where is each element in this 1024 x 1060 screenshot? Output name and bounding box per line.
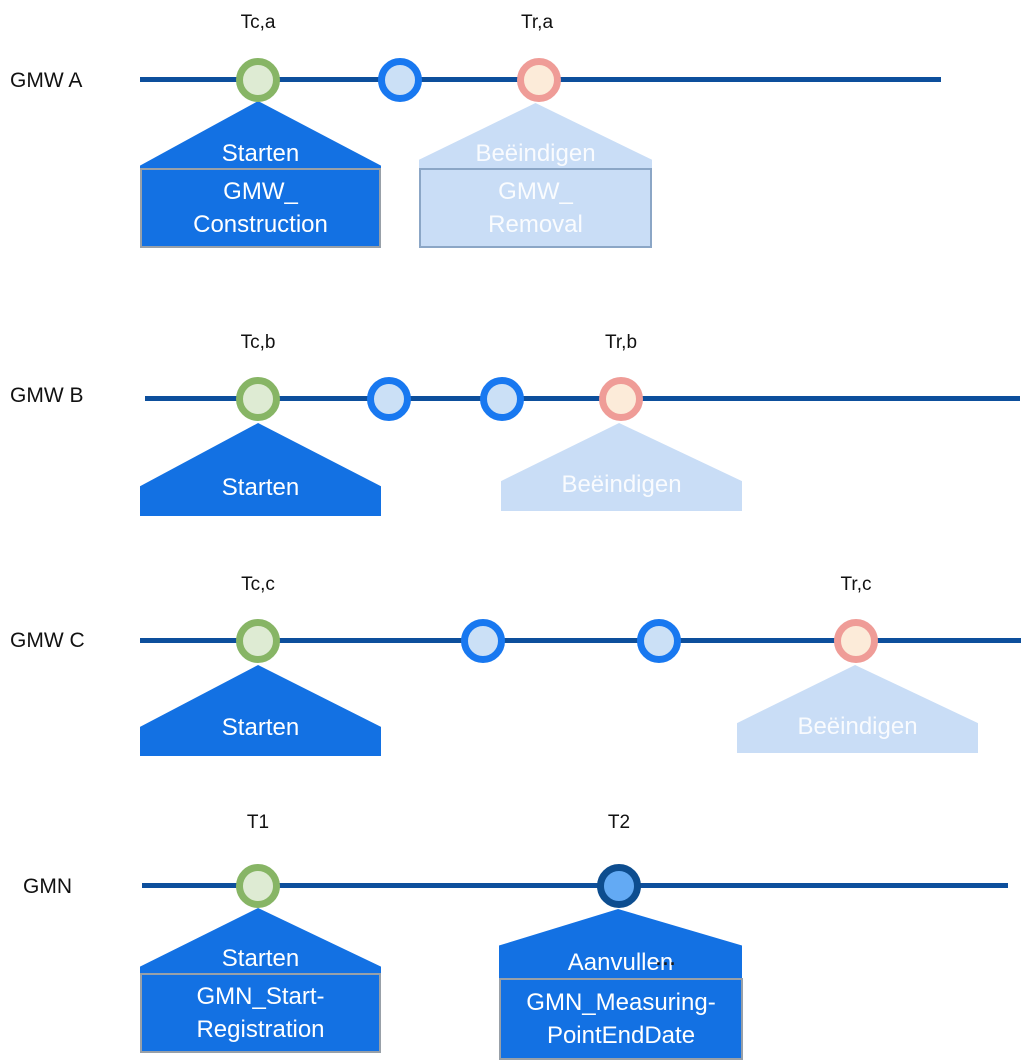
event-marker-icon <box>461 619 505 663</box>
ellipsis-more-indicator: ... <box>656 949 678 969</box>
supplement-marker-icon <box>597 864 641 908</box>
callout-title: Starten <box>221 140 300 167</box>
attribute-line: GMN_Measuring- <box>526 989 716 1016</box>
attribute-line: GMN_Start- <box>196 983 325 1010</box>
attribute-line: Construction <box>193 211 328 238</box>
attribute-line: Registration <box>196 1016 325 1043</box>
time-label-tr-a: Tr,a <box>520 12 554 33</box>
timeline-gmw-b <box>145 396 1020 401</box>
start-marker-icon <box>236 864 280 908</box>
event-marker-icon <box>367 377 411 421</box>
removal-marker-icon <box>599 377 643 421</box>
callout-title: Aanvullen <box>567 949 674 976</box>
time-label-tc-c: Tc,c <box>241 574 275 595</box>
attribute-line: GMW_ <box>223 178 298 205</box>
callout-beeindigen-gmw-c: Beëindigen <box>737 665 978 753</box>
timeline-gmw-c <box>140 638 1021 643</box>
callout-title: Beëindigen <box>475 140 596 167</box>
time-label-tr-b: Tr,b <box>604 332 638 353</box>
event-marker-icon <box>480 377 524 421</box>
callout-title: Beëindigen <box>561 471 682 498</box>
callout-starten-gmw-c: Starten <box>140 665 381 756</box>
callout-title: Starten <box>221 474 300 501</box>
row-label-gmw-b: GMW B <box>10 384 84 407</box>
time-label-tc-a: Tc,a <box>240 12 276 33</box>
start-marker-icon <box>236 619 280 663</box>
time-label-tr-c: Tr,c <box>840 574 872 595</box>
callout-title: Starten <box>221 714 300 741</box>
removal-marker-icon <box>517 58 561 102</box>
event-marker-icon <box>637 619 681 663</box>
row-label-gmn: GMN <box>23 875 72 898</box>
callout-starten-gmw-b: Starten <box>140 423 381 516</box>
start-marker-icon <box>236 377 280 421</box>
start-marker-icon <box>236 58 280 102</box>
event-marker-icon <box>378 58 422 102</box>
timeline-gmn <box>142 883 1008 888</box>
attribute-box-gmw-construction: GMW_ Construction <box>140 168 381 248</box>
attribute-line: PointEndDate <box>546 1022 696 1049</box>
attribute-line: Removal <box>488 211 583 238</box>
row-label-gmw-a: GMW A <box>10 69 83 92</box>
attribute-line: GMW_ <box>498 178 573 205</box>
row-label-gmw-c: GMW C <box>10 629 85 652</box>
callout-title: Starten <box>221 945 300 972</box>
removal-marker-icon <box>834 619 878 663</box>
time-label-t1: T1 <box>246 812 270 833</box>
callout-beeindigen-gmw-b: Beëindigen <box>501 423 742 511</box>
attribute-box-gmw-removal: GMW_ Removal <box>419 168 652 248</box>
callout-starten-gmn: Starten <box>140 908 381 977</box>
callout-beeindigen-gmw-a: Beëindigen <box>419 103 652 174</box>
time-label-tc-b: Tc,b <box>240 332 276 353</box>
callout-starten-gmw-a: Starten <box>140 101 381 172</box>
time-label-t2: T2 <box>607 812 631 833</box>
callout-title: Beëindigen <box>797 713 918 740</box>
attribute-box-gmn-start-registration: GMN_Start- Registration <box>140 973 381 1053</box>
attribute-box-gmn-measuringpointenddate: GMN_Measuring- PointEndDate <box>499 978 743 1060</box>
